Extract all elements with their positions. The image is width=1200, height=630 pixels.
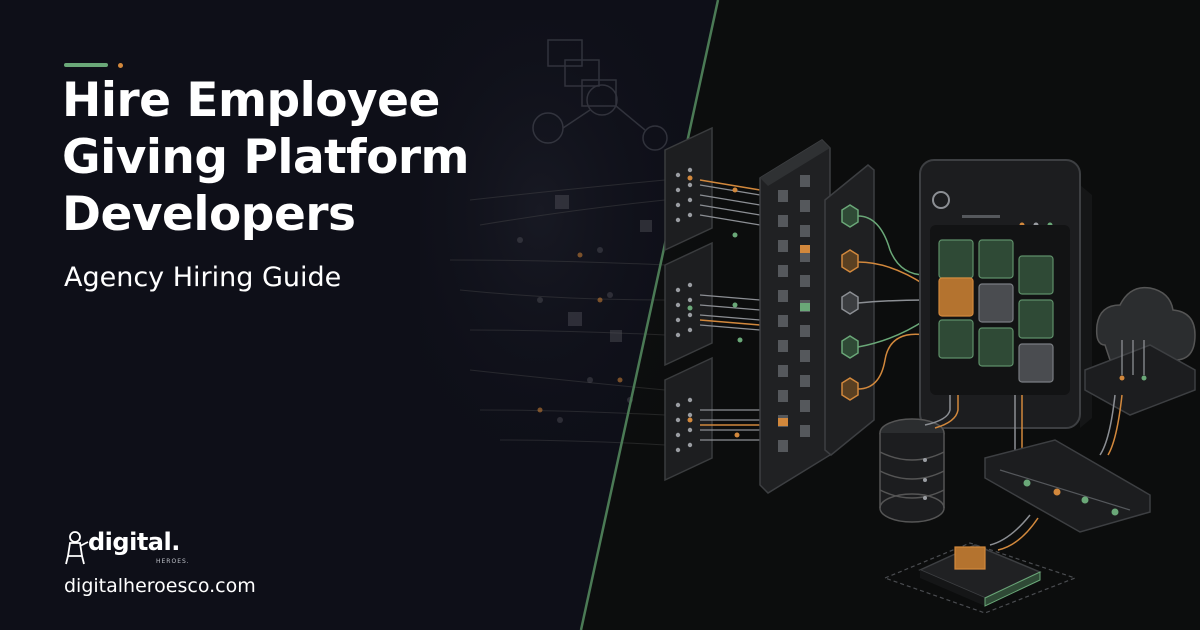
brand-logo[interactable]: digital. HEROES. — [64, 524, 194, 570]
website-url[interactable]: digitalheroesco.com — [64, 575, 256, 597]
title-line-2: Giving Platform — [62, 130, 470, 185]
node-panel — [824, 164, 875, 456]
title-line-1: Hire Employee — [62, 73, 440, 128]
page-subtitle: Agency Hiring Guide — [64, 262, 342, 293]
network-nodes-icon — [532, 39, 668, 151]
chip-icon — [883, 542, 1077, 614]
diagonal-divider — [579, 0, 720, 630]
tall-server-rack — [759, 139, 831, 494]
logo-subtext: HEROES. — [156, 558, 190, 565]
hero-mascot-icon — [65, 531, 89, 565]
dashboard-grid-icon — [919, 159, 1092, 429]
connector-bar — [984, 439, 1151, 533]
database-icon — [879, 418, 945, 523]
title-line-3: Developers — [62, 187, 356, 242]
accent-bar — [64, 63, 108, 67]
accent-dot — [118, 63, 123, 68]
cloud-icon — [1084, 286, 1196, 416]
text-column: Hire Employee Giving Platform Developers… — [62, 63, 582, 597]
page-title: Hire Employee Giving Platform Developers — [62, 72, 582, 243]
logo-wordmark: digital. — [88, 528, 180, 556]
server-rack-icon — [664, 126, 713, 482]
